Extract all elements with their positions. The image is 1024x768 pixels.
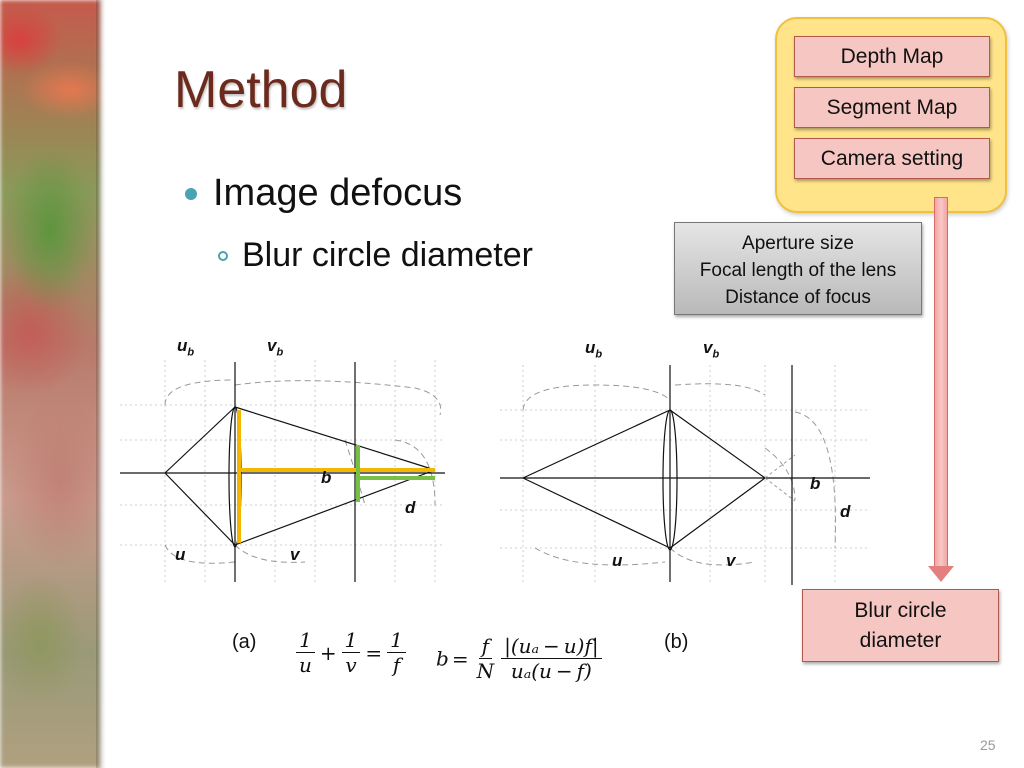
lens-eq-t2-num: 1 (341, 628, 361, 653)
aperture-size-text: Aperture size (742, 233, 854, 254)
caption-b: (b) (664, 631, 689, 653)
bullet-dot-icon (185, 187, 197, 200)
bracket-curves-b (522, 383, 836, 566)
distance-of-focus-text: Distance of focus (725, 287, 871, 308)
label-d-a: d (405, 498, 416, 517)
camera-settings-callout: Aperture size Focal length of the lens D… (674, 222, 922, 315)
lens-diagram-b: ub vb b d u v (495, 338, 885, 590)
photo-edge-shadow (96, 0, 106, 768)
label-v-a: v (290, 545, 300, 564)
result-line-2: diameter (859, 629, 942, 652)
caption-a: (a) (232, 631, 257, 653)
rays-a (164, 406, 436, 546)
focal-length-text: Focal length of the lens (699, 260, 897, 281)
label-ub-b: ub (585, 338, 603, 361)
label-u-a: u (175, 545, 186, 564)
flow-arrow-head-icon (928, 566, 954, 582)
slide-title: Method (174, 61, 348, 119)
bullet-main-text: Image defocus (213, 172, 463, 214)
lens-eq-t2-den: v (345, 653, 357, 677)
lens-diagram-a: ub vb b d u v (115, 336, 460, 590)
background-photo-strip (0, 0, 100, 768)
segment-map-box: Segment Map (794, 87, 990, 128)
bullet-ring-icon (218, 250, 228, 261)
lens-eq-t3-den: f (392, 653, 401, 677)
page-number: 25 (980, 737, 996, 753)
result-line-1: Blur circle (854, 599, 947, 622)
lens-eq-t1-num: 1 (296, 628, 315, 653)
blur-eq-main-fraction: |(uₐ − u)f|uₐ(u − f) (501, 634, 602, 683)
bullet-image-defocus: Image defocus (185, 172, 462, 215)
label-b-a: b (321, 468, 332, 487)
label-d-b: d (840, 502, 851, 521)
blur-eq-equals: = (451, 646, 469, 671)
label-b-b: b (810, 474, 821, 493)
lens-eq-plus: + (319, 640, 337, 665)
camera-setting-box: Camera setting (794, 138, 990, 179)
lens-diagram-a-svg (120, 360, 445, 582)
bullet-sub-text: Blur circle diameter (242, 236, 533, 274)
depth-map-box: Depth Map (794, 36, 990, 77)
input-maps-panel: Depth Map Segment Map Camera setting (775, 17, 1007, 213)
lens-diagram-b-svg (500, 365, 870, 585)
label-vb-a: vb (267, 336, 284, 359)
grid-lines-b (500, 365, 870, 582)
blur-eq-f1-den: N (476, 659, 495, 683)
lens-eq-equals: = (365, 640, 383, 665)
rays-b (522, 409, 766, 549)
blur-circle-diameter-box: Blur circle diameter (802, 589, 999, 662)
label-ub-a: ub (177, 336, 195, 359)
blur-eq-f1-num: f (478, 634, 493, 659)
blur-eq-lhs: b (436, 646, 449, 671)
label-u-b: u (612, 551, 623, 570)
blur-eq-f2-den: uₐ(u − f) (510, 659, 592, 683)
extended-rays-b (764, 454, 796, 502)
bullet-blur-circle: Blur circle diameter (218, 236, 533, 275)
flow-arrow-shaft (934, 197, 948, 569)
lens-eq-t1-den: u (299, 653, 312, 677)
label-v-b: v (726, 551, 736, 570)
label-vb-b: vb (703, 338, 720, 361)
lens-eq-t3-num: 1 (387, 628, 406, 653)
blur-eq-f2-num: |(uₐ − u)f| (501, 634, 602, 659)
